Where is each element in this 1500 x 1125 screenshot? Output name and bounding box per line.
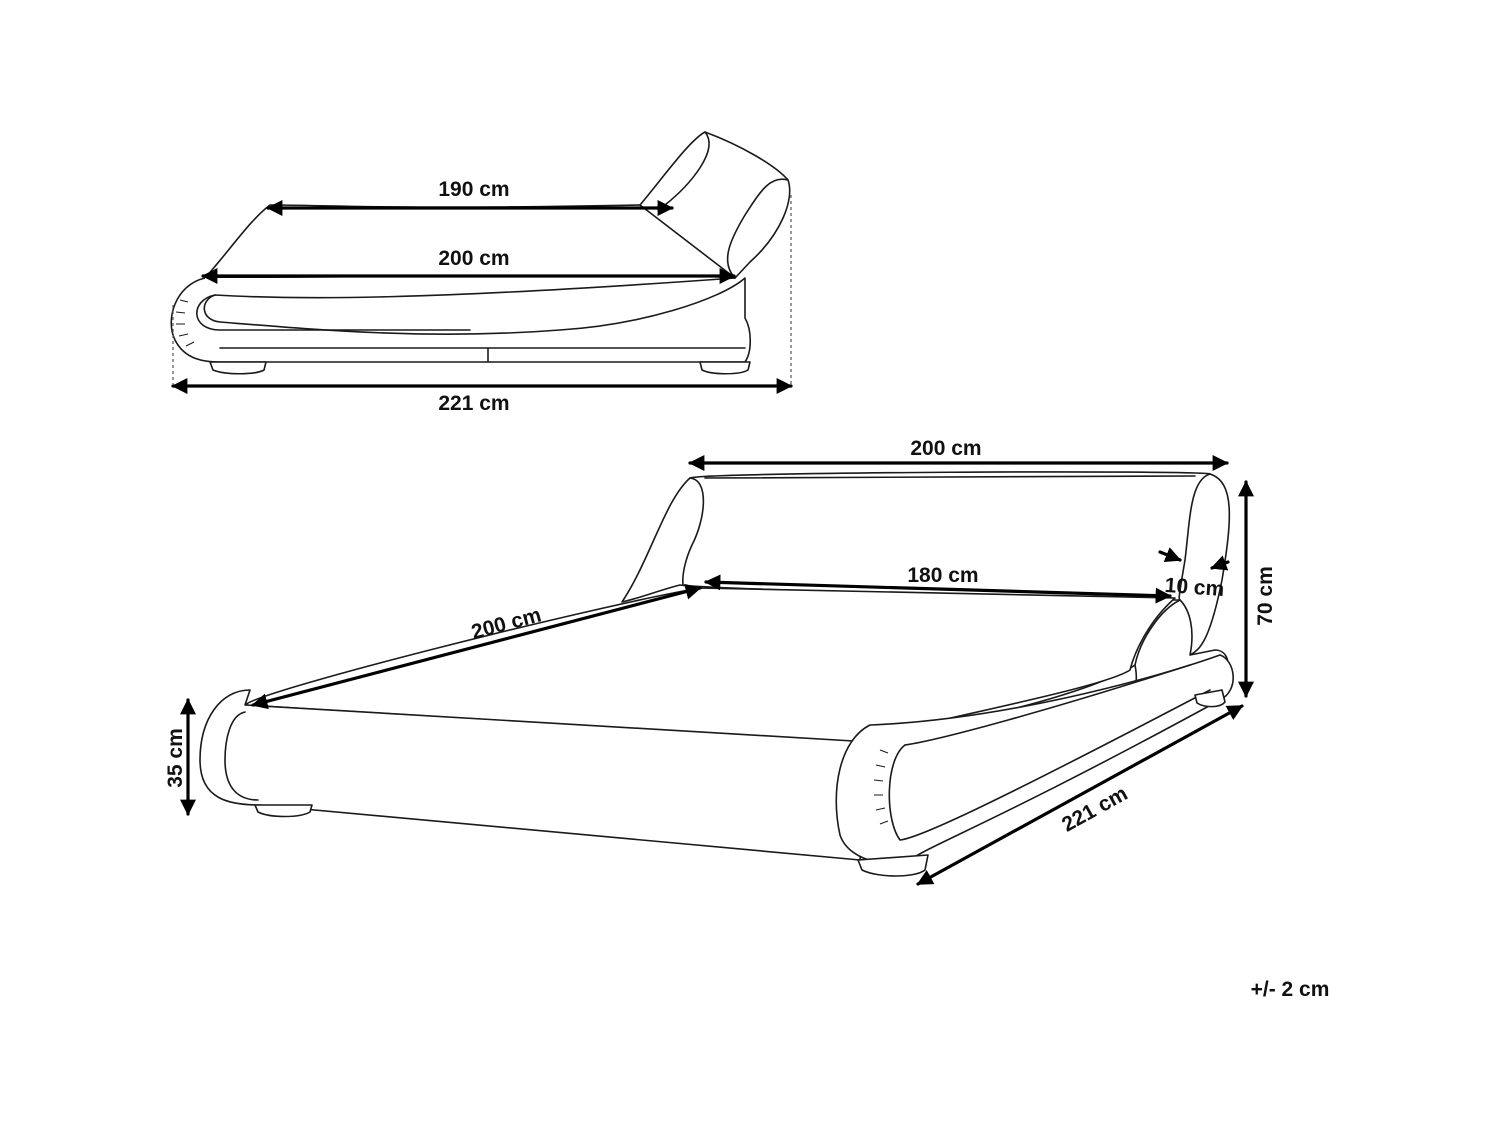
inner-width-dimension-line xyxy=(704,574,1172,604)
total-length-label: 221 cm xyxy=(1058,782,1131,837)
side-221-label: 221 cm xyxy=(438,392,509,415)
side-view-dimensions xyxy=(171,195,793,394)
thickness-label: 10 cm xyxy=(1164,574,1225,601)
perspective-view-dimensions xyxy=(180,455,1254,886)
inner-width-label: 180 cm xyxy=(907,564,978,587)
height-35-label: 35 cm xyxy=(164,728,187,788)
side-200-label: 200 cm xyxy=(438,247,509,270)
side-190-label: 190 cm xyxy=(438,178,509,201)
tolerance-note: +/- 2 cm xyxy=(1251,978,1330,1001)
side-length-dimension-line xyxy=(251,583,702,710)
headboard-width-label: 200 cm xyxy=(910,437,981,460)
thickness-right-arrow xyxy=(1210,555,1230,571)
total-length-dimension-line xyxy=(916,704,1244,886)
side-view-drawing xyxy=(170,131,791,375)
height-70-label: 70 cm xyxy=(1254,566,1277,626)
thickness-left-arrow xyxy=(1158,547,1182,563)
